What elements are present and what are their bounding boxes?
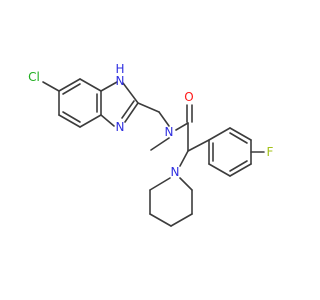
bond (179, 150, 189, 167)
atom-label-f: F (267, 145, 274, 159)
atom-label-n-amide: N (165, 125, 174, 139)
bond (58, 78, 81, 92)
bond-double (62, 83, 81, 95)
bond (187, 139, 210, 152)
bond-double (62, 111, 81, 123)
bond (179, 177, 193, 191)
atom-label-n3: N (116, 120, 125, 134)
bond (158, 111, 170, 127)
bond (229, 163, 252, 177)
atom-label-n1h: N (116, 74, 125, 88)
bond (170, 213, 193, 227)
bond (149, 177, 171, 191)
bond (208, 163, 231, 177)
bond (149, 213, 172, 227)
atom-label-cl: Cl (28, 70, 40, 84)
bond (208, 127, 231, 141)
bond (137, 102, 160, 113)
bond-double (121, 100, 135, 119)
atom-label-n-piperidine: N (171, 165, 180, 179)
bond (79, 78, 102, 92)
atom-label-o: O (184, 90, 193, 104)
structure-canvas: Cl N H N N O F N (28, 62, 274, 227)
atom-label-h: H (115, 62, 124, 76)
bond (124, 102, 139, 123)
bond-double (229, 132, 248, 144)
bond (229, 127, 252, 141)
bond-double (229, 160, 248, 172)
bond (150, 137, 170, 151)
bond (122, 82, 139, 104)
bond (79, 114, 102, 128)
bond (175, 122, 189, 131)
bond (100, 81, 118, 92)
bond (42, 81, 60, 92)
bond (100, 114, 115, 127)
chemical-structure: Cl N H N N O F N (28, 62, 274, 227)
bond (58, 114, 81, 128)
